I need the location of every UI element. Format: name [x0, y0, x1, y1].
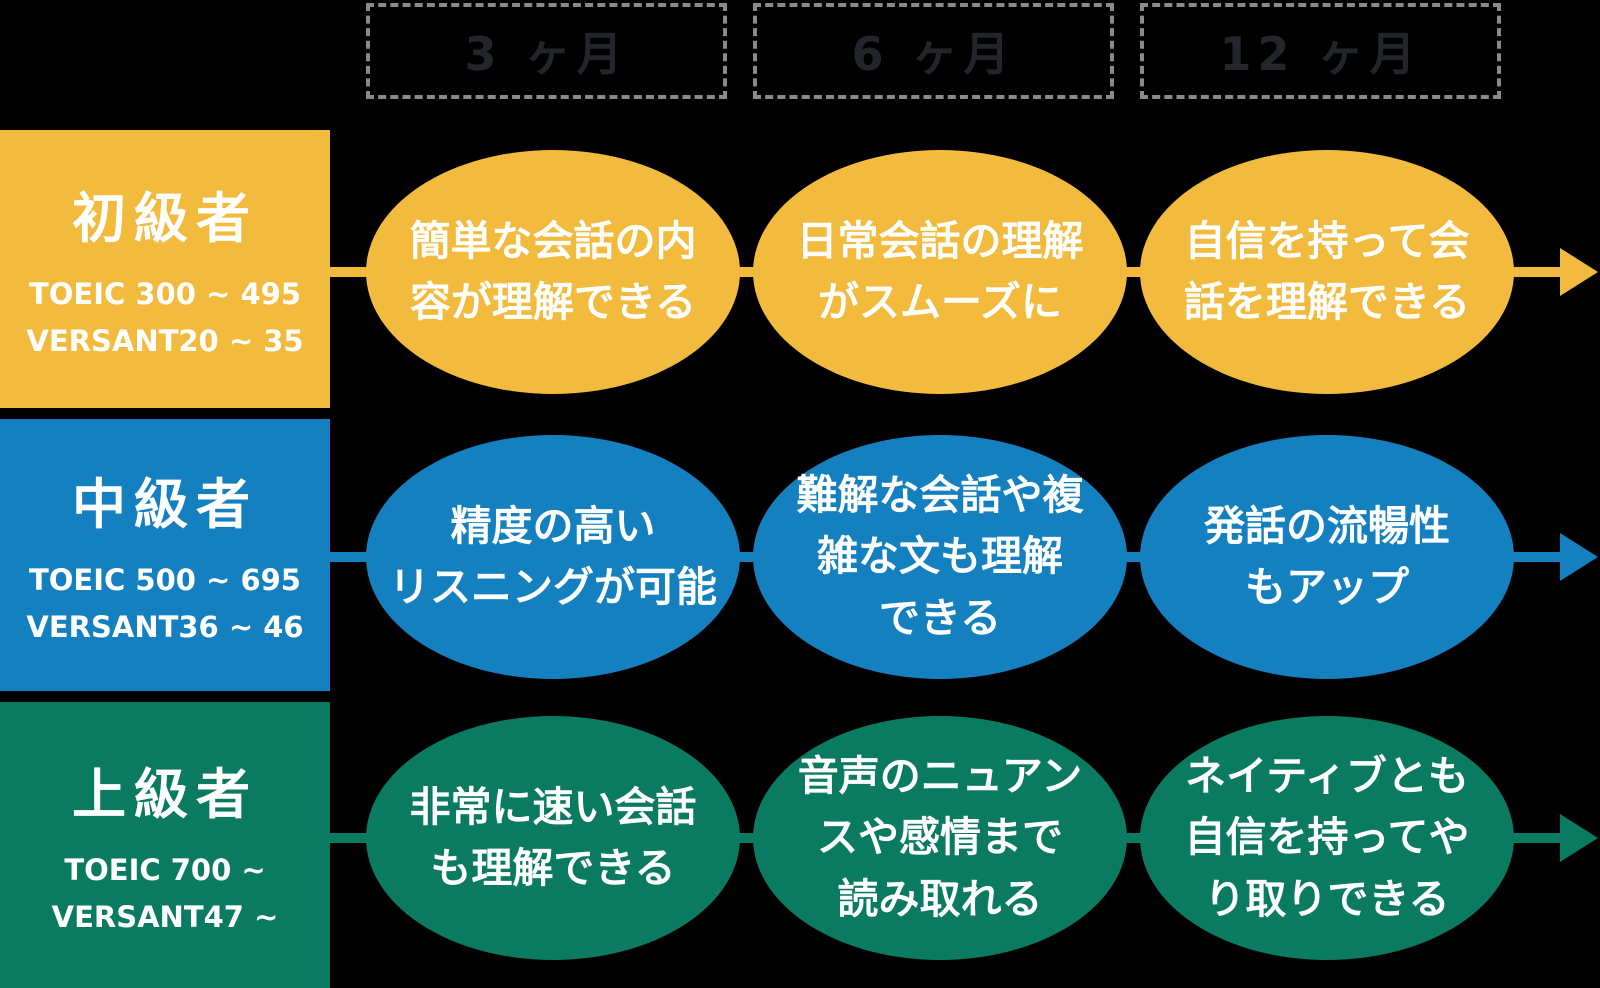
level-name-beginner: 初級者 — [72, 187, 258, 251]
milestone-ellipse-intermediate-6m: 難解な会話や複 雑な文も理解 できる — [753, 435, 1127, 679]
level-name-advanced: 上級者 — [72, 763, 258, 827]
arrow-right-icon — [1560, 814, 1598, 862]
milestone-ellipse-beginner-3m: 簡単な会話の内 容が理解できる — [366, 150, 740, 394]
milestone-ellipse-advanced-12m: ネイティブとも 自信を持ってや り取りできる — [1140, 716, 1514, 960]
level-name-intermediate: 中級者 — [72, 473, 258, 537]
milestone-ellipse-intermediate-3m: 精度の高い リスニングが可能 — [366, 435, 740, 679]
milestone-ellipse-intermediate-12m: 発話の流暢性 もアップ — [1140, 435, 1514, 679]
level-card-intermediate: 中級者 TOEIC 500 ~ 695 VERSANT36 ~ 46 — [0, 419, 330, 691]
level-card-advanced: 上級者 TOEIC 700 ~ VERSANT47 ~ — [0, 702, 330, 988]
level-toeic-intermediate: TOEIC 500 ~ 695 — [29, 563, 301, 598]
milestone-ellipse-beginner-12m: 自信を持って会 話を理解できる — [1140, 150, 1514, 394]
arrow-right-icon — [1560, 248, 1598, 296]
level-toeic-advanced: TOEIC 700 ~ — [64, 853, 266, 888]
timeline-header-3months: 3 ヶ月 — [366, 3, 727, 99]
timeline-header-12months: 12 ヶ月 — [1140, 3, 1501, 99]
level-toeic-beginner: TOEIC 300 ~ 495 — [29, 277, 301, 312]
milestone-ellipse-beginner-6m: 日常会話の理解 がスムーズに — [753, 150, 1127, 394]
level-versant-intermediate: VERSANT36 ~ 46 — [26, 609, 304, 644]
milestone-ellipse-advanced-3m: 非常に速い会話 も理解できる — [366, 716, 740, 960]
level-card-beginner: 初級者 TOEIC 300 ~ 495 VERSANT20 ~ 35 — [0, 130, 330, 408]
level-versant-beginner: VERSANT20 ~ 35 — [26, 323, 304, 358]
timeline-header-6months: 6 ヶ月 — [753, 3, 1114, 99]
milestone-ellipse-advanced-6m: 音声のニュアン スや感情まで 読み取れる — [753, 716, 1127, 960]
arrow-right-icon — [1560, 533, 1598, 581]
level-versant-advanced: VERSANT47 ~ — [51, 899, 279, 934]
